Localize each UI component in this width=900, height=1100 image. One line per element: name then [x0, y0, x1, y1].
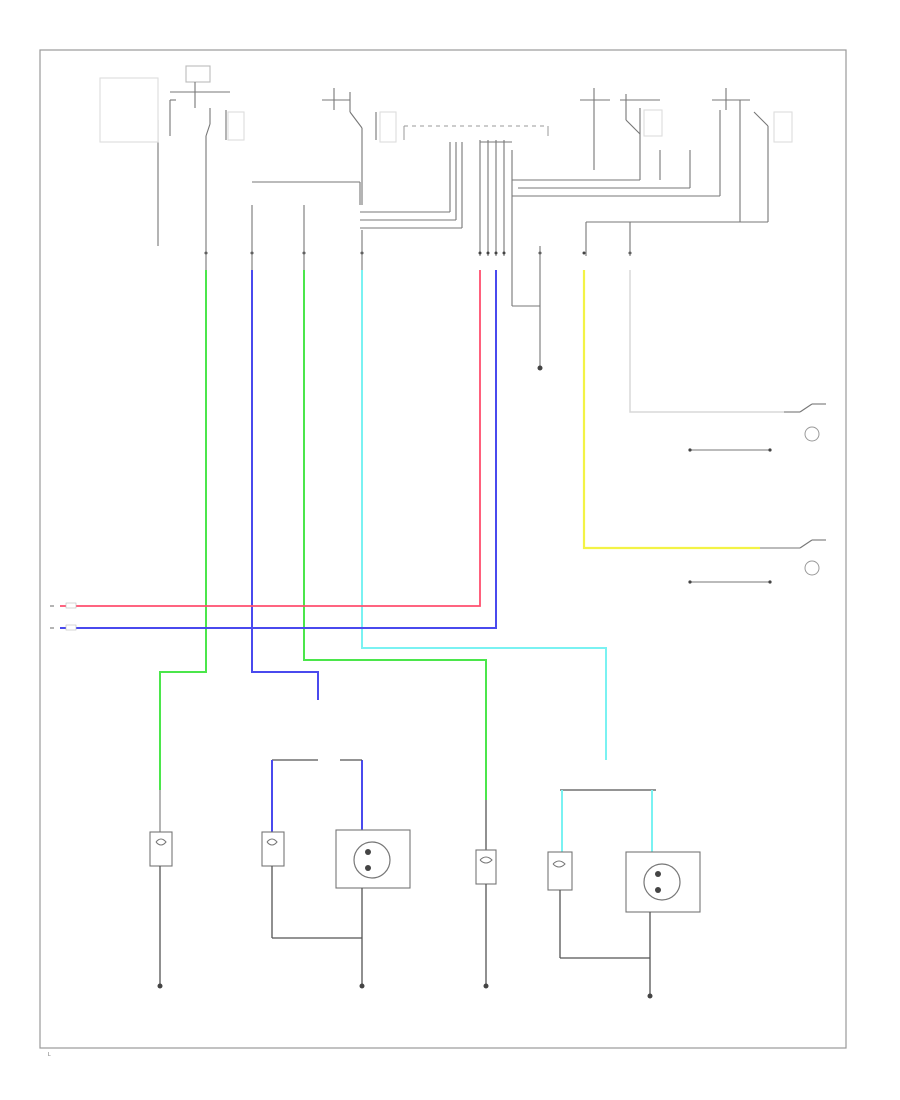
lamp-left-combination	[335, 759, 411, 989]
power-source-left	[99, 65, 230, 246]
connector-edge-marks	[50, 602, 77, 631]
headlamp-right-high	[475, 800, 497, 989]
wire-cyan-main	[361, 270, 607, 760]
wire-green-left	[159, 270, 207, 790]
connector-terminals-row	[204, 205, 632, 270]
lamp-right-combination	[625, 790, 701, 999]
headlamp-right-low	[547, 789, 656, 959]
footer-code: L	[48, 1052, 51, 1058]
diagram-frame	[39, 49, 847, 1049]
wire-white	[629, 270, 784, 413]
wire-blue-signal	[60, 270, 497, 629]
ground-connector-middle	[511, 246, 543, 371]
dimmer-switch	[322, 88, 397, 205]
headlamp-left-high	[149, 790, 173, 989]
headlamp-left-low	[261, 759, 362, 939]
power-source-right	[580, 88, 793, 256]
wire-red-signal	[60, 270, 481, 607]
wire-green-middle	[303, 270, 487, 800]
wire-blue-main	[251, 270, 319, 700]
combination-switch-housing	[403, 125, 549, 140]
lamp-right-upper	[688, 403, 826, 452]
switch-bus	[252, 140, 720, 256]
wire-yellow	[582, 270, 760, 550]
headlamp-switch	[205, 110, 245, 205]
lamp-right-lower	[688, 539, 826, 584]
